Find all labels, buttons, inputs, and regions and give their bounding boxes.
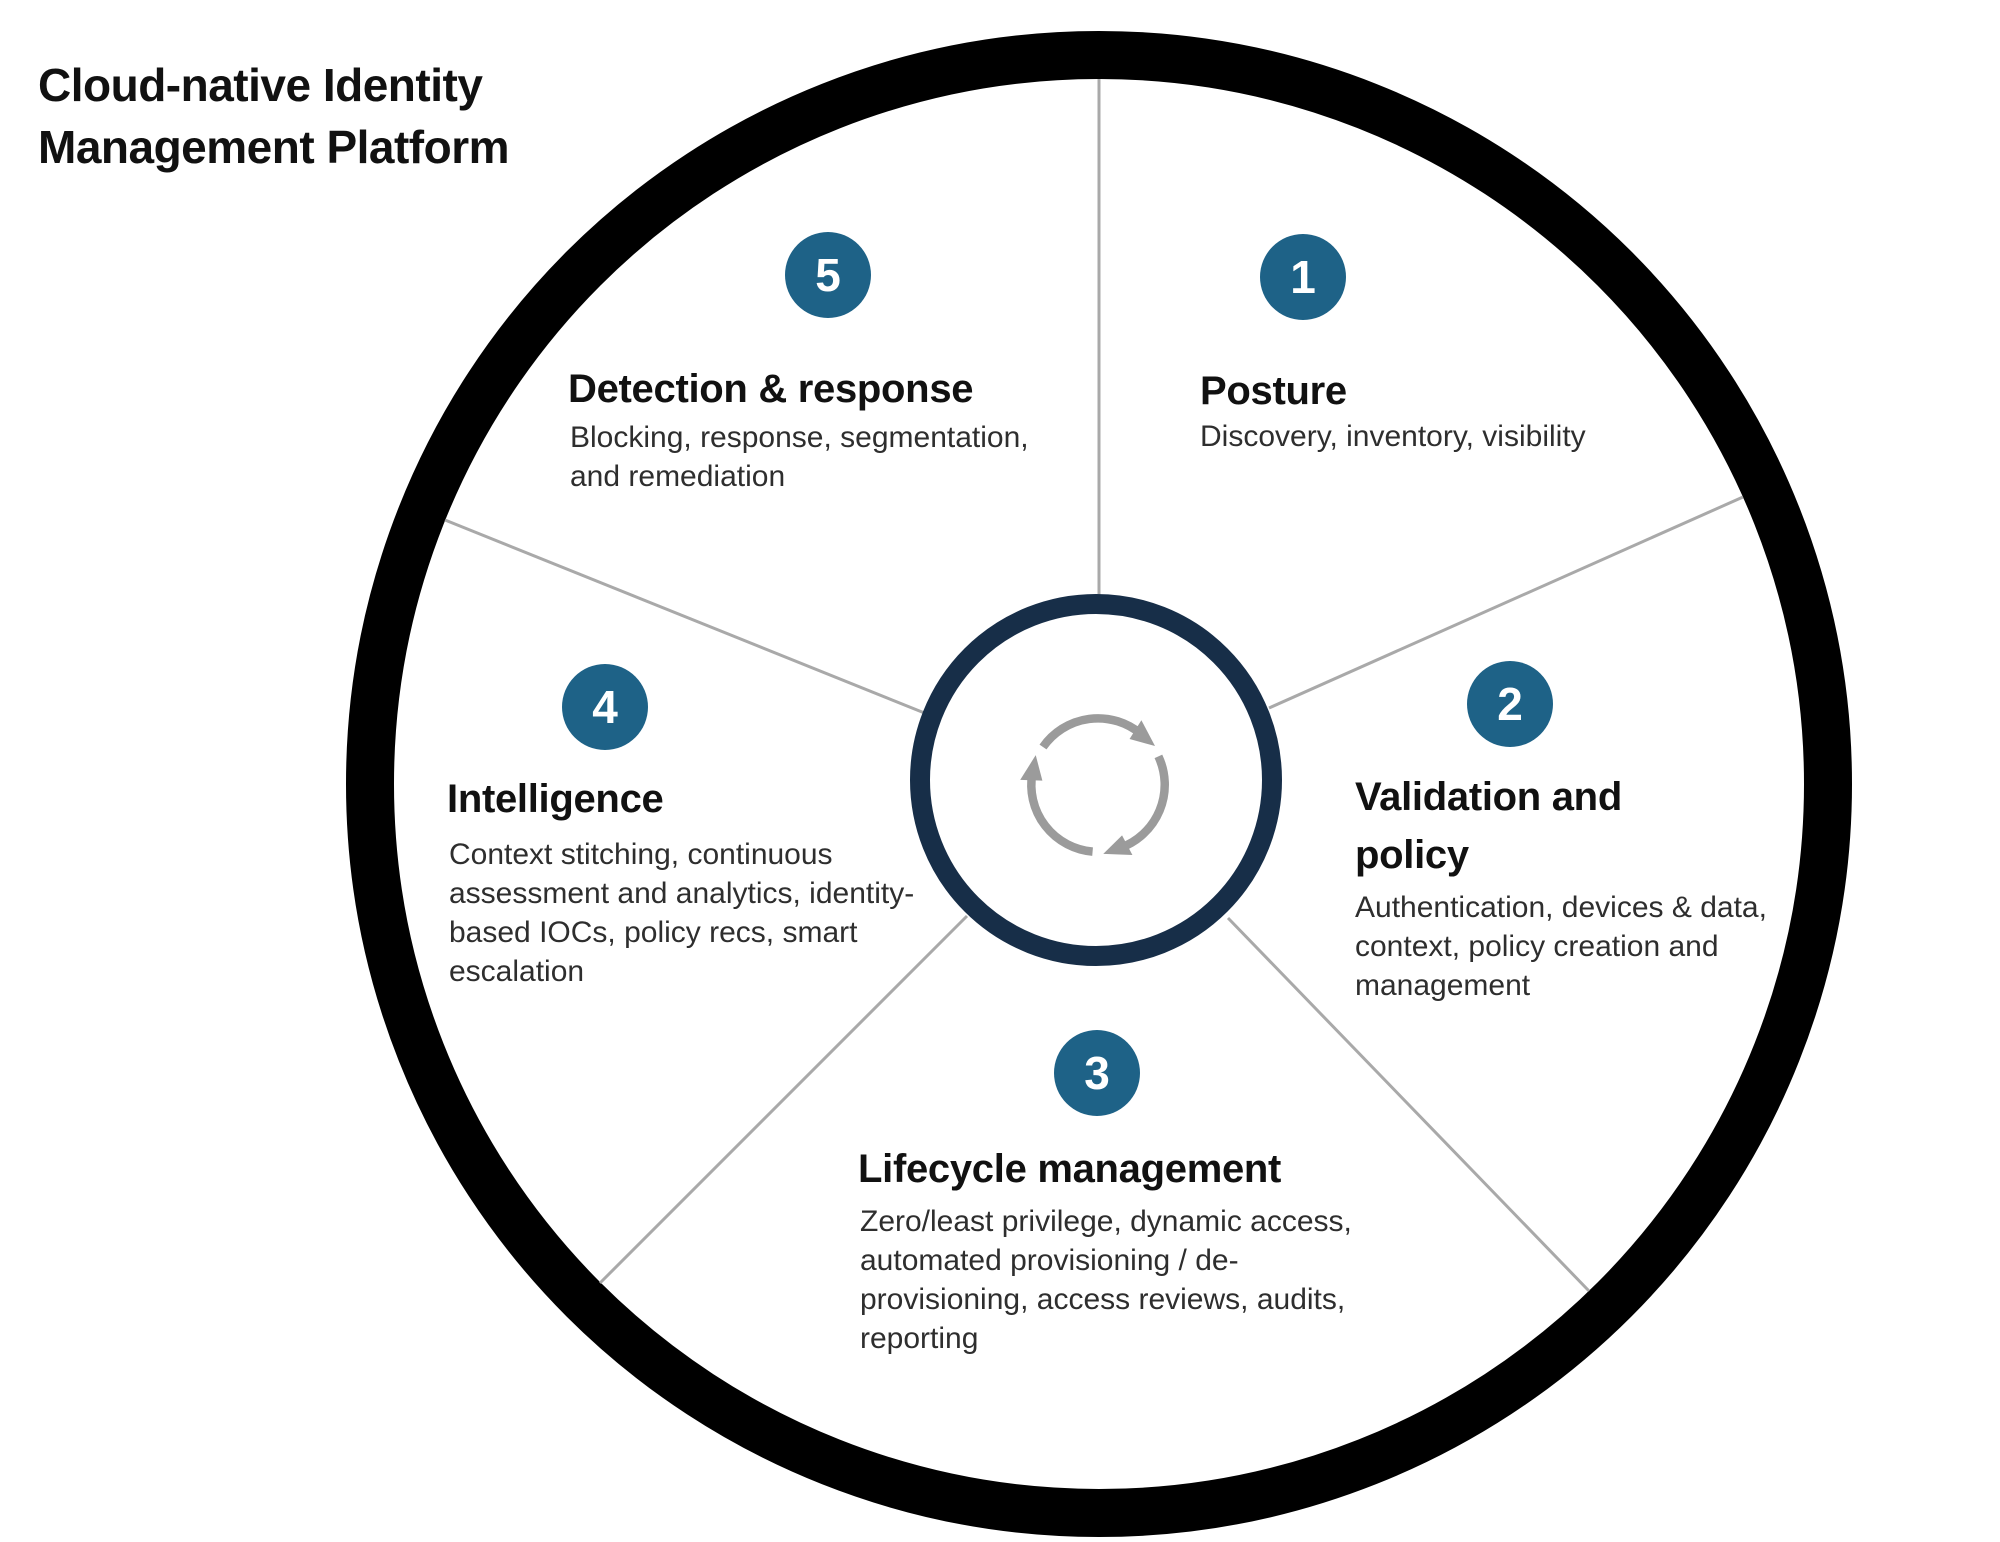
divider-upper-left [444, 518, 928, 716]
segment-5-title: Detection & response [568, 367, 974, 411]
divider-lower-right [1226, 916, 1591, 1293]
center-circle [910, 594, 1282, 966]
outer-ring [346, 31, 1852, 1537]
segment-3-description: Zero/least privilege, dynamic access, au… [860, 1205, 1352, 1355]
segment-dividers [444, 79, 1744, 1293]
segment-2-badge: 2 [1467, 661, 1553, 747]
segment-2-number: 2 [1497, 678, 1523, 730]
segment-5-badge: 5 [785, 232, 871, 318]
segment-1-number: 1 [1290, 251, 1316, 303]
segment-3-number: 3 [1084, 1047, 1110, 1099]
segment-1-description: Discovery, inventory, visibility [1200, 420, 1586, 453]
segment-4-description: Context stitching, continuous assessment… [449, 838, 915, 988]
page-title: Cloud-native Identity Management Platfor… [38, 59, 510, 173]
divider-lower-left [598, 914, 969, 1285]
segment-4-number: 4 [592, 681, 618, 733]
divider-upper-right [1268, 495, 1744, 710]
segment-2-title: Validation and policy [1355, 775, 1622, 877]
cycle-arrows-icon [1008, 714, 1183, 873]
segment-4-badge: 4 [562, 664, 648, 750]
segment-5-number: 5 [815, 249, 841, 301]
segment-1-title: Posture [1200, 369, 1347, 413]
segment-4-title: Intelligence [447, 777, 664, 821]
segment-3-badge: 3 [1054, 1030, 1140, 1116]
segment-5-description: Blocking, response, segmentation, and re… [570, 421, 1029, 493]
segment-1-badge: 1 [1260, 234, 1346, 320]
segment-2-description: Authentication, devices & data, context,… [1355, 891, 1767, 1002]
segment-3-title: Lifecycle management [858, 1147, 1282, 1191]
